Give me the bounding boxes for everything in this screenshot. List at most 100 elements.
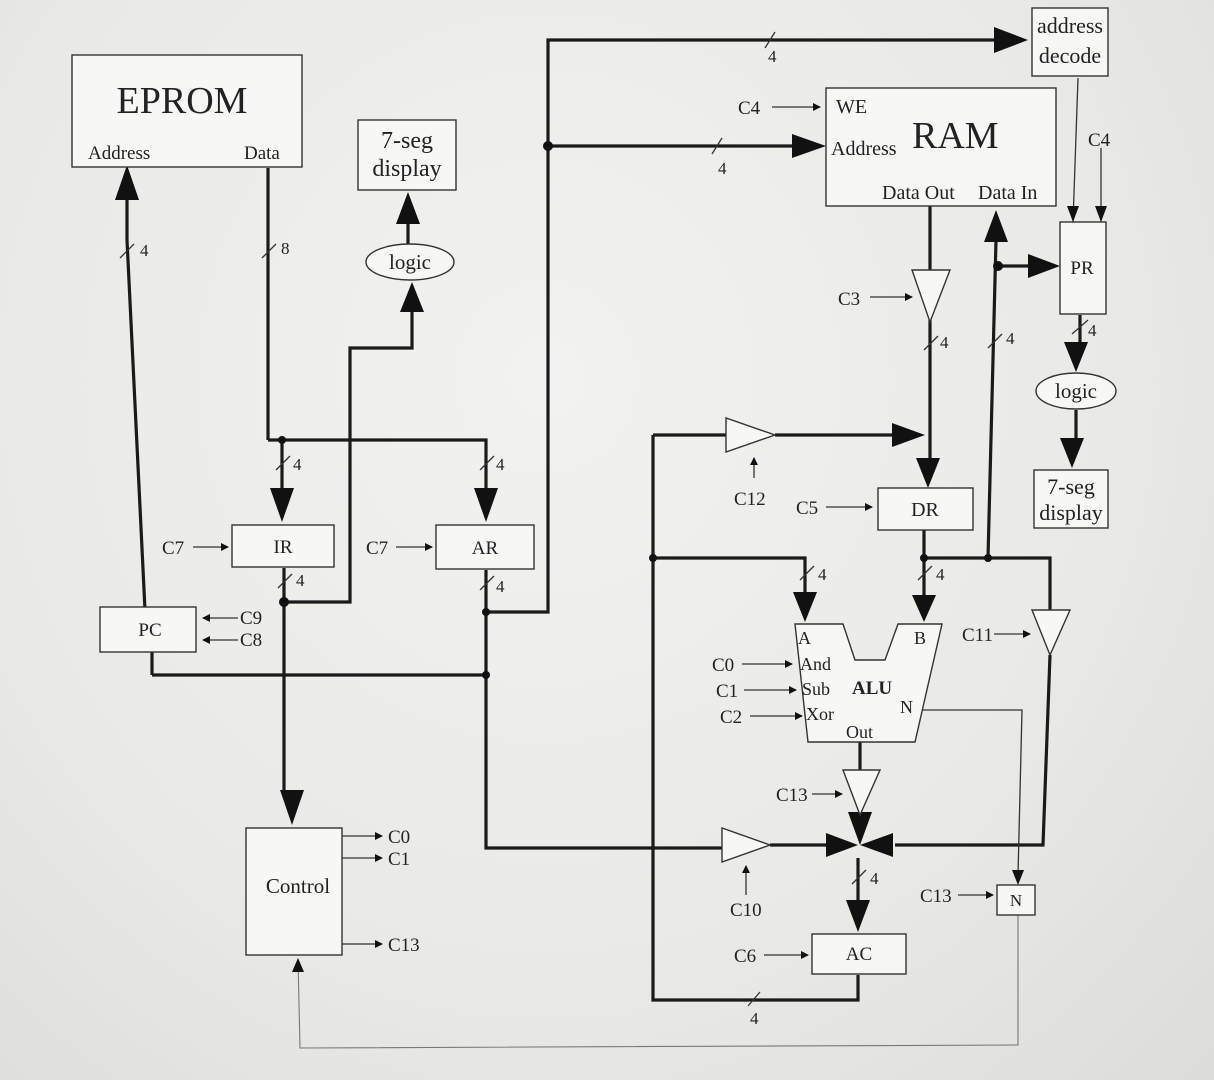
- ram-datain-port: Data In: [978, 182, 1037, 204]
- signal-c13-n: C13: [920, 886, 952, 907]
- ar-in-arrowhead: [474, 488, 498, 522]
- signal-c6: C6: [734, 946, 756, 967]
- alu-title: ALU: [852, 678, 892, 699]
- ir-in-arrowhead: [270, 488, 294, 522]
- control-out-c0: C0: [388, 827, 410, 848]
- ir-register: IR: [231, 524, 335, 568]
- signal-c7-ar: C7: [366, 538, 388, 559]
- signal-c9: C9: [240, 608, 262, 629]
- dr-in-arrowhead: [916, 458, 940, 488]
- n-flag-register: N: [996, 884, 1036, 916]
- alu-op-and: And: [800, 654, 831, 674]
- signal-c3: C3: [838, 289, 860, 310]
- ac-label: AC: [846, 944, 872, 965]
- n-flag-label: N: [1010, 891, 1022, 910]
- eprom-title: EPROM: [117, 80, 248, 122]
- control-label: Control: [266, 874, 330, 898]
- bus-width-slashes: [119, 31, 1089, 1007]
- alu-block: A B And Sub Xor ALU N Out: [794, 623, 943, 743]
- display-right-line2: display: [1039, 500, 1103, 525]
- control-lines: [297, 77, 1102, 1049]
- display-left: 7-seg display: [357, 119, 457, 191]
- pc-register: PC: [99, 606, 197, 653]
- control-unit: Control: [245, 827, 343, 956]
- width-decode: 4: [768, 47, 777, 66]
- junction-dots: [278, 141, 1003, 679]
- address-decode: address decode: [1031, 7, 1109, 77]
- control-in-arrowhead: [280, 790, 304, 825]
- logic-left: logic: [365, 243, 455, 281]
- pr-in-arrowhead: [1028, 254, 1060, 278]
- bus-arrowheads: [115, 27, 1107, 972]
- ram-datain-arrowhead: [984, 210, 1008, 242]
- signal-c4-pr: C4: [1088, 130, 1111, 151]
- display-right-line1: 7-seg: [1047, 474, 1095, 499]
- width-ram-in: 4: [1006, 329, 1015, 348]
- display-left-line1: 7-seg: [381, 128, 433, 154]
- signal-c13-alu: C13: [776, 785, 808, 806]
- decode-in-arrowhead: [994, 27, 1028, 53]
- width-ac-in: 4: [870, 869, 879, 888]
- alu-port-n: N: [900, 697, 913, 717]
- logic-right-label: logic: [1055, 379, 1097, 403]
- n-flag-in-arrowhead: [1012, 870, 1024, 885]
- pr-c4-arrowhead: [1095, 206, 1107, 222]
- alu-op-xor: Xor: [806, 704, 834, 724]
- signal-c4-we: C4: [738, 98, 761, 119]
- logic-left-label: logic: [389, 250, 431, 274]
- ac-bus-right-arrowhead: [860, 833, 893, 857]
- ir-label: IR: [274, 537, 293, 558]
- dr-register: DR: [877, 487, 974, 531]
- dr-label: DR: [911, 499, 939, 521]
- ram-title: RAM: [912, 115, 999, 157]
- buffer-c13: [841, 769, 882, 817]
- ac-bus-left-arrowhead: [826, 833, 858, 857]
- display-in-arrowhead: [396, 192, 420, 224]
- ac-bus-top-arrowhead: [848, 812, 872, 845]
- control-signal-arrows: [193, 103, 1102, 959]
- alu-op-sub: Sub: [802, 679, 830, 699]
- width-ar-out: 4: [496, 577, 505, 596]
- pr-decode-arrowhead: [1067, 206, 1079, 222]
- signal-c0: C0: [712, 655, 734, 676]
- eprom-data-port: Data: [244, 143, 280, 164]
- signal-c2: C2: [720, 707, 742, 728]
- eprom-block: EPROM Address Data: [71, 54, 303, 168]
- ram-address-port: Address: [831, 138, 897, 160]
- signal-c1: C1: [716, 681, 738, 702]
- control-out-c1: C1: [388, 849, 410, 870]
- buffer-c10: [721, 827, 773, 863]
- alu-port-a: A: [798, 628, 811, 648]
- ar-register: AR: [435, 524, 535, 570]
- buffer-c12: [725, 417, 778, 453]
- alu-port-out: Out: [846, 722, 873, 742]
- ar-label: AR: [472, 538, 499, 559]
- signal-c7-ir: C7: [162, 538, 184, 559]
- eprom-address-arrowhead: [115, 165, 139, 200]
- ram-block: WE Address RAM Data Out Data In: [825, 87, 1057, 207]
- decode-line2: decode: [1039, 43, 1101, 68]
- alu-a-arrowhead: [793, 592, 817, 622]
- width-eprom-data: 8: [281, 239, 290, 258]
- ram-dataout-port: Data Out: [882, 182, 955, 204]
- width-ir-in: 4: [293, 455, 302, 474]
- ac-register: AC: [811, 933, 907, 975]
- ram-address-arrowhead: [792, 134, 826, 158]
- width-ram-addr: 4: [718, 159, 727, 178]
- ac-in-arrowhead: [846, 900, 870, 932]
- logic-right-in-arrowhead: [1064, 342, 1088, 372]
- alu-port-b: B: [914, 628, 926, 648]
- display-right: 7-seg display: [1033, 469, 1109, 529]
- width-ram-out: 4: [940, 333, 949, 352]
- signal-c10: C10: [730, 900, 762, 921]
- pr-register: PR: [1059, 221, 1107, 315]
- width-ar-in: 4: [496, 455, 505, 474]
- control-out-c13: C13: [388, 935, 420, 956]
- control-feedback-arrowhead: [292, 958, 304, 972]
- width-ir-out: 4: [296, 571, 305, 590]
- display-right-in-arrowhead: [1060, 438, 1084, 468]
- pr-label: PR: [1070, 258, 1094, 279]
- logic-right: logic: [1035, 372, 1117, 410]
- decode-line1: address: [1037, 13, 1103, 38]
